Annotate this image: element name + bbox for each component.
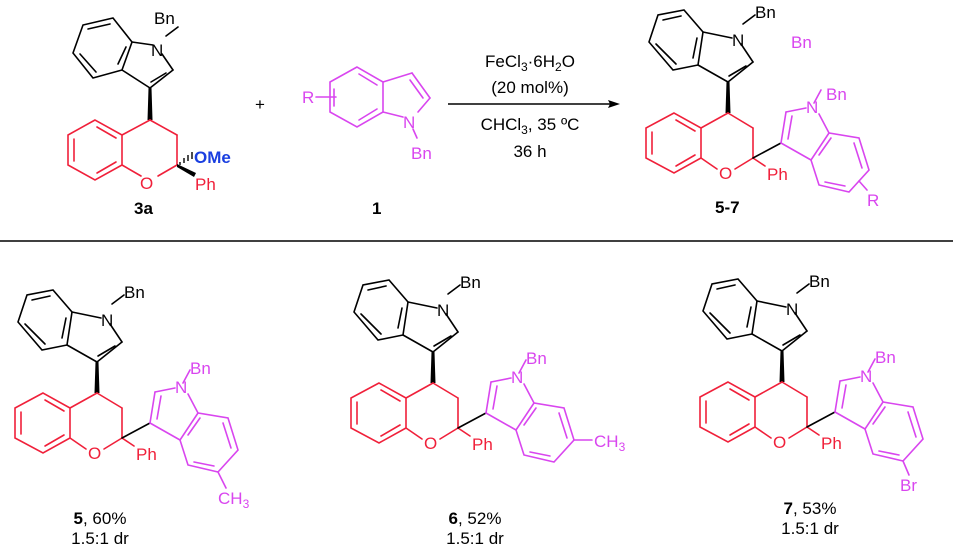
plus-sign: + [255, 95, 265, 114]
example-product-6: Bn N Bn N O Ph CH3 6, 52% 1.5:1 dr [350, 273, 626, 546]
ring-oxygen-label: O [424, 434, 437, 453]
indole-n-substituent-label: Bn [826, 85, 847, 104]
bn-label: Bn [755, 3, 776, 22]
compound-label-1: 1 [372, 199, 381, 218]
nitrogen-label: N [403, 113, 415, 132]
reactant-1: R N Bn 1 [302, 66, 432, 218]
indole-nitrogen-label: N [860, 367, 872, 386]
substituent-label: CH3 [594, 432, 626, 454]
yield-label: 5, 60% [74, 509, 127, 528]
nitrogen-label: N [437, 301, 449, 320]
ring-oxygen-label: O [88, 444, 101, 463]
n-substituent-label: Bn [154, 9, 175, 28]
nitrogen-label: N [732, 31, 744, 50]
n-substituent-label: Bn [411, 144, 432, 163]
indole-nitrogen-label: N [175, 378, 187, 397]
nitrogen-label: N [101, 311, 113, 330]
indole-bn-label: Bn [190, 359, 211, 378]
dr-label: 1.5:1 dr [446, 529, 504, 546]
indole-nitrogen-label: N [806, 98, 818, 117]
reaction-arrow [448, 100, 620, 108]
ring-oxygen-label: O [140, 174, 153, 193]
catalyst-loading-label: (20 mol%) [491, 78, 568, 97]
ring-oxygen-label: O [719, 164, 732, 183]
reactant-3a: Bn N OMe O Ph 3a [67, 9, 231, 218]
catalyst-label: FeCl3·6H2O [485, 52, 575, 74]
nitrogen-label: N [786, 300, 798, 319]
phenyl-label: Ph [195, 175, 216, 194]
phenyl-label: Ph [821, 434, 842, 453]
methoxy-label: OMe [194, 148, 231, 167]
ring-oxygen-label: O [773, 433, 786, 452]
time-label: 36 h [513, 142, 546, 161]
yield-label: 6, 52% [449, 509, 502, 528]
bn-label: Bn [809, 272, 830, 291]
indole-nitrogen-label: N [511, 368, 523, 387]
product-general: Bn Bn R Bn N N O Ph 5-7 [645, 3, 879, 217]
compound-label-5-7: 5-7 [715, 198, 740, 217]
compound-label-3a: 3a [134, 199, 153, 218]
substituent-label: Br [900, 476, 917, 495]
yield-label: 7, 53% [784, 499, 837, 518]
bn-label: Bn [124, 283, 145, 302]
substituent-label: CH3 [218, 489, 250, 511]
dr-label: 1.5:1 dr [781, 519, 839, 538]
example-product-7: Bn N Bn N O Ph Br 7, 53% 1.5:1 dr [699, 272, 924, 538]
solvent-temperature-label: CHCl3, 35 ºC [481, 115, 580, 137]
phenyl-label: Ph [136, 445, 157, 464]
r-group-label: R [302, 88, 314, 107]
example-product-5: Bn N Bn N O Ph CH3 5, 60% 1.5:1 dr [14, 283, 250, 546]
indole-bn-label: Bn [875, 348, 896, 367]
n-substituent-label: Bn [791, 33, 812, 52]
r-group-label: R [867, 191, 879, 210]
bn-label: Bn [460, 273, 481, 292]
phenyl-label: Ph [767, 165, 788, 184]
dr-label: 1.5:1 dr [71, 529, 129, 546]
indole-bn-label: Bn [526, 349, 547, 368]
phenyl-label: Ph [472, 435, 493, 454]
nitrogen-label: N [151, 41, 163, 60]
